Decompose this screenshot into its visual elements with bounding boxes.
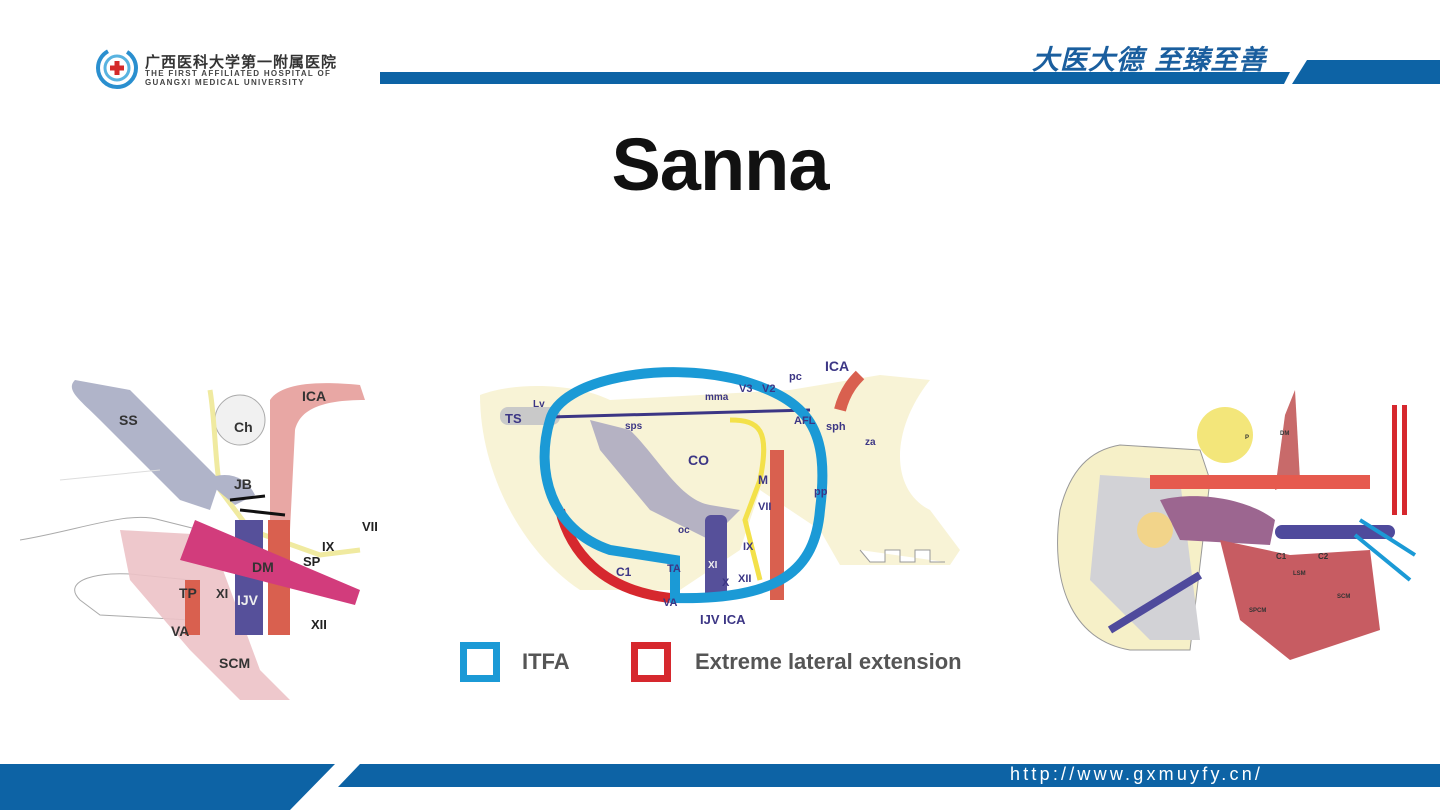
legend-item-itfa: ITFA [460,642,570,682]
legend-swatch-itfa [460,642,500,682]
label-mma: mma [705,392,729,403]
label-ica-top: ICA [825,358,849,374]
footer-url: http://www.gxmuyfy.cn/ [1010,764,1264,784]
label-vii: VII [758,501,771,513]
hospital-logo-icon [96,47,138,89]
label-sp: SP [303,554,321,569]
figure-right-labels: P DM C1 C2 LSM SCM SPCM [1245,431,1350,614]
header-bar-accent [1292,60,1440,84]
hospital-name-cn: 广西医科大学第一附属医院 [145,53,338,71]
label-va: VA [663,597,678,609]
label-ta: TA [667,563,681,575]
label-v2: V2 [762,383,775,395]
figure-right-anatomy [1057,390,1417,660]
label-va: VA [171,623,189,639]
label-sps: sps [625,421,643,432]
label-spcm: SPCM [1249,608,1266,614]
label-xii: XII [311,617,327,632]
label-p: P [1245,435,1249,441]
figure-center-labels: Lv TS sps mma V3 V2 pc ICA AFL sph za CO… [505,358,876,627]
label-afl: AFL [794,415,816,427]
label-ch: Ch [234,419,253,435]
label-lv: Lv [533,399,545,410]
label-ix: IX [322,539,335,554]
label-scm: SCM [1337,594,1350,600]
label-x: X [722,577,730,589]
label-ica: ICA [302,388,326,404]
label-m: M [758,473,768,487]
hospital-name-en-line1: THE FIRST AFFILIATED HOSPITAL OF [145,69,332,78]
label-ix: IX [743,541,754,553]
label-za: za [865,437,876,448]
label-v3: V3 [739,383,752,395]
label-co: CO [688,452,709,468]
slide-title: Sanna [611,123,829,206]
label-dm: DM [1280,431,1289,437]
label-xi: XI [216,586,228,601]
label-xi: XI [708,560,718,571]
label-pp: pp [814,486,828,498]
label-lsm: LSM [1293,571,1306,577]
hospital-name-en-line2: GUANGXI MEDICAL UNIVERSITY [145,78,305,87]
label-dm: DM [252,559,274,575]
label-scm: SCM [219,655,250,671]
legend-label-itfa: ITFA [522,649,570,674]
legend-label-extreme-lateral: Extreme lateral extension [695,649,962,674]
label-ts: TS [505,411,522,426]
label-c1: C1 [616,565,632,579]
label-sph: sph [826,421,846,433]
header-bar [380,72,1290,84]
label-pc: pc [789,371,802,383]
hospital-logo [96,47,138,89]
figure-left-labels: SS Ch ICA JB VII IX SP DM TP XI IJV VA X… [119,388,378,671]
figure-left-anatomy [20,380,365,700]
legend-item-extreme-lateral: Extreme lateral extension [631,642,962,682]
label-vii: VII [362,519,378,534]
label-jb: JB [234,476,252,492]
label-ijv: IJV [237,592,259,608]
label-xii: XII [738,573,751,585]
label-c2: C2 [1318,552,1329,561]
label-ijv-ica: IJV ICA [700,612,746,627]
label-ss: SS [119,412,138,428]
label-tp: TP [179,585,197,601]
footer-bar-right [338,764,1440,787]
legend-swatch-extreme-lateral [631,642,671,682]
figure-center-anatomy [480,367,960,604]
label-c1: C1 [1276,552,1287,561]
footer-bar-left [0,764,335,810]
label-oc: oc [678,525,690,536]
hospital-motto: 大医大德 至臻至善 [1032,45,1267,76]
